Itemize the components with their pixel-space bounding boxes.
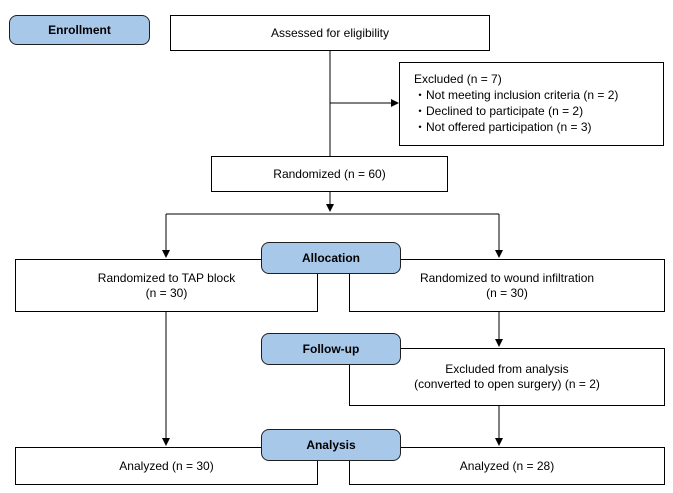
excluded-reason-1: ・Not meeting inclusion criteria (n = 2)	[414, 88, 619, 102]
tap-group-count: (n = 30)	[145, 285, 188, 300]
excluded-reason-3: ・Not offered participation (n = 3)	[414, 120, 592, 134]
excluded-analysis-box: Excluded from analysis (converted to ope…	[349, 348, 665, 406]
excluded-title: Excluded (n = 7)	[414, 72, 502, 86]
allocation-stage-label: Allocation	[261, 242, 401, 274]
enrollment-stage-label: Enrollment	[9, 15, 150, 45]
wound-group-label: Randomized to wound infiltration	[419, 270, 595, 285]
analyzed-tap-text: Analyzed (n = 30)	[119, 458, 214, 473]
randomized-text: Randomized (n = 60)	[273, 166, 386, 181]
analyzed-wound-text: Analyzed (n = 28)	[459, 458, 555, 473]
excluded-box: Excluded (n = 7) ・Not meeting inclusion …	[399, 62, 664, 146]
excluded-analysis-detail: (converted to open surgery) (n = 2)	[414, 377, 600, 391]
assessed-text: Assessed for eligibility	[270, 25, 390, 40]
wound-group-count: (n = 30)	[486, 285, 528, 300]
wound-group-box: Randomized to wound infiltration (n = 30…	[349, 259, 665, 312]
analyzed-wound-box: Analyzed (n = 28)	[349, 447, 665, 485]
analysis-stage-label: Analysis	[261, 429, 401, 461]
randomized-box: Randomized (n = 60)	[211, 156, 448, 192]
excluded-analysis-label: Excluded from analysis	[445, 362, 569, 376]
assessed-box: Assessed for eligibility	[170, 15, 490, 51]
analyzed-tap-box: Analyzed (n = 30)	[15, 447, 318, 485]
followup-stage-label: Follow-up	[261, 333, 401, 365]
tap-group-label: Randomized to TAP block	[97, 270, 236, 285]
excluded-reason-2: ・Declined to participate (n = 2)	[414, 104, 584, 118]
